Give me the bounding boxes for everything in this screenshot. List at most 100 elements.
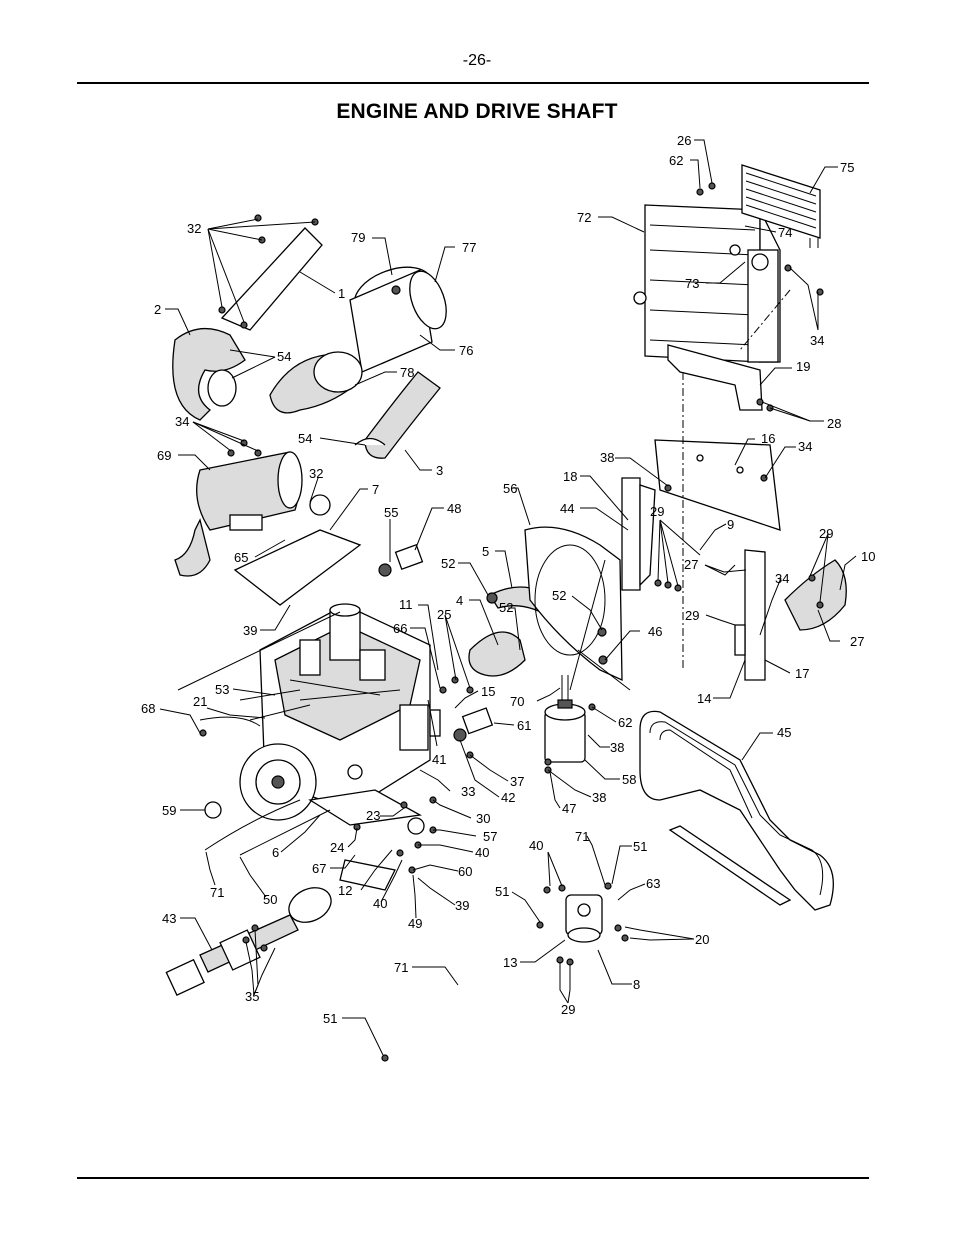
page-number: -26- xyxy=(462,52,492,69)
callout: 30 xyxy=(476,811,490,826)
callout: 56 xyxy=(503,481,517,496)
callout: 32 xyxy=(309,466,323,481)
callout: 38 xyxy=(592,790,606,805)
callout: 62 xyxy=(669,153,683,168)
callout: 4 xyxy=(456,593,463,608)
callout: 47 xyxy=(562,801,576,816)
callout: 51 xyxy=(495,884,509,899)
callout: 54 xyxy=(298,431,312,446)
callout: 28 xyxy=(827,416,841,431)
radiator-bracket-illustration xyxy=(654,344,781,531)
callout: 76 xyxy=(459,343,473,358)
callout: 34 xyxy=(775,571,789,586)
callout: 11 xyxy=(399,597,413,612)
callout: 6 xyxy=(272,845,279,860)
callout: 70 xyxy=(510,694,524,709)
callout: 7 xyxy=(372,482,379,497)
callout: 79 xyxy=(351,230,365,245)
callout: 75 xyxy=(840,160,854,175)
callout: 54 xyxy=(277,349,291,364)
callout: 32 xyxy=(187,221,201,236)
callout: 19 xyxy=(796,359,810,374)
callout: 46 xyxy=(648,624,662,639)
callout: 41 xyxy=(432,752,446,767)
header-rule xyxy=(77,82,869,84)
engine-illustration xyxy=(177,603,431,826)
callout: 1 xyxy=(338,286,345,301)
callout: 5 xyxy=(482,544,489,559)
callout: 25 xyxy=(437,607,451,622)
callout: 23 xyxy=(366,808,380,823)
callout: 45 xyxy=(777,725,791,740)
callout: 67 xyxy=(312,861,326,876)
callout: 17 xyxy=(795,666,809,681)
callout: 48 xyxy=(447,501,461,516)
alignment-line xyxy=(739,289,791,351)
callout: 71 xyxy=(394,960,408,975)
callout: 44 xyxy=(560,501,574,516)
callout: 3 xyxy=(436,463,443,478)
callout: 33 xyxy=(461,784,475,799)
callout: 51 xyxy=(323,1011,337,1026)
callout: 29 xyxy=(650,504,664,519)
callout: 2 xyxy=(154,302,161,317)
callout: 65 xyxy=(234,550,248,565)
callout: 29 xyxy=(685,608,699,623)
callout: 27 xyxy=(850,634,864,649)
callout: 24 xyxy=(330,840,344,855)
callout: 14 xyxy=(697,691,711,706)
callout: 8 xyxy=(633,977,640,992)
callout: 34 xyxy=(810,333,824,348)
callout: 78 xyxy=(400,365,414,380)
callout: 15 xyxy=(481,684,495,699)
callout: 55 xyxy=(384,505,398,520)
callout: 53 xyxy=(215,682,229,697)
callout: 35 xyxy=(245,989,259,1004)
callout: 72 xyxy=(577,210,591,225)
callout: 68 xyxy=(141,701,155,716)
callout: 49 xyxy=(408,916,422,931)
callout: 34 xyxy=(798,439,812,454)
callout: 42 xyxy=(501,790,515,805)
callout: 59 xyxy=(162,803,176,818)
callout: 51 xyxy=(633,839,647,854)
fuel-line-illustration xyxy=(383,930,531,1057)
callout: 29 xyxy=(561,1002,575,1017)
callout: 40 xyxy=(373,896,387,911)
callout: 62 xyxy=(618,715,632,730)
callout: 74 xyxy=(778,225,792,240)
callout: 37 xyxy=(510,774,524,789)
callout: 21 xyxy=(193,694,207,709)
callout: 52 xyxy=(552,588,566,603)
callout: 39 xyxy=(243,623,257,638)
callout: 38 xyxy=(610,740,624,755)
fan-shroud-illustration xyxy=(524,526,631,691)
callout: 10 xyxy=(861,549,875,564)
callout: 39 xyxy=(455,898,469,913)
callout-labels: 26 62 75 72 74 73 34 19 28 32 79 77 1 2 … xyxy=(141,133,875,1026)
callout: 52 xyxy=(499,600,513,615)
callout: 27 xyxy=(684,557,698,572)
callout: 61 xyxy=(517,718,531,733)
callout: 71 xyxy=(210,885,224,900)
oil-cooler-illustration xyxy=(741,164,821,248)
callout: 26 xyxy=(677,133,691,148)
callout: 57 xyxy=(483,829,497,844)
callout: 12 xyxy=(338,883,352,898)
callout: 43 xyxy=(162,911,176,926)
callout: 77 xyxy=(462,240,476,255)
footer-rule xyxy=(77,1177,869,1179)
air-cleaner-illustration xyxy=(172,227,447,459)
drive-belts-illustration xyxy=(639,710,834,911)
drive-shaft-illustration xyxy=(165,801,332,996)
callout: 40 xyxy=(529,838,543,853)
callout: 73 xyxy=(685,276,699,291)
callout: 20 xyxy=(695,932,709,947)
callout: 52 xyxy=(441,556,455,571)
callout: 40 xyxy=(475,845,489,860)
callout: 50 xyxy=(263,892,277,907)
callout: 69 xyxy=(157,448,171,463)
radiator-illustration xyxy=(633,204,781,363)
callout: 71 xyxy=(575,829,589,844)
